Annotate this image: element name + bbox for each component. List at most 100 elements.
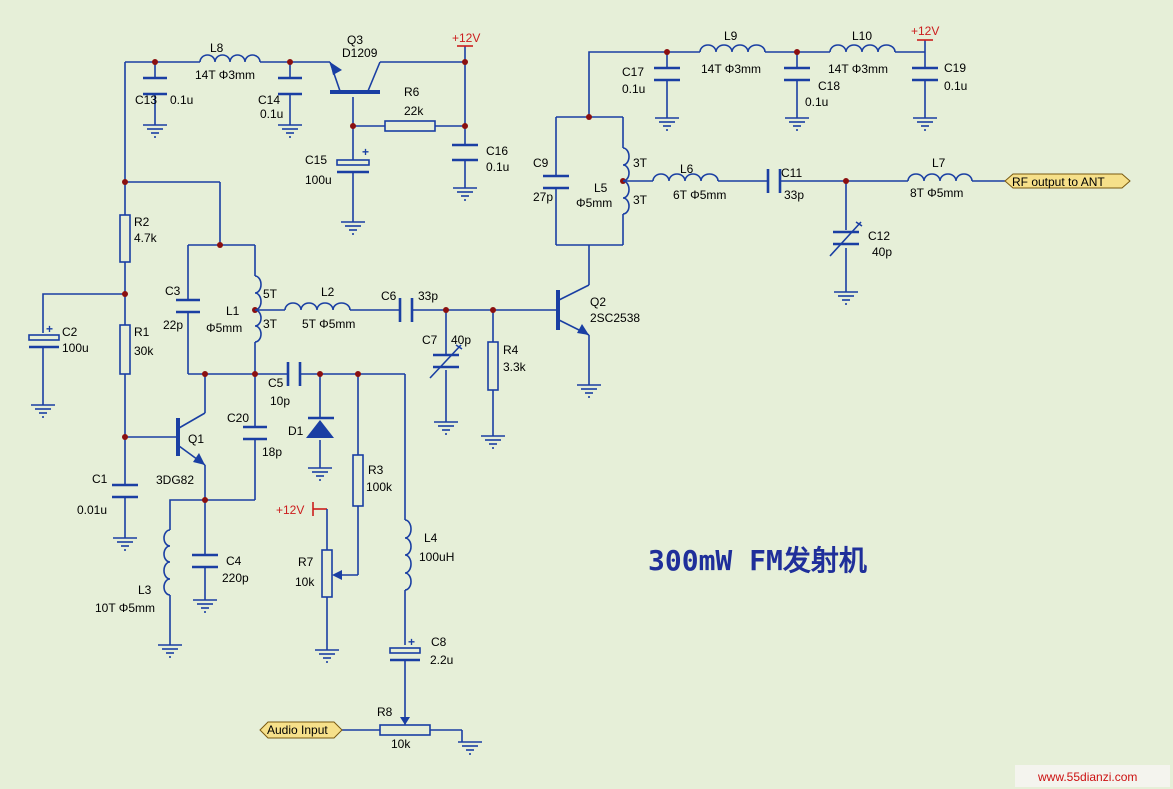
r2-value: 4.7k bbox=[134, 231, 158, 245]
c20-name: C20 bbox=[227, 411, 249, 425]
inductor-L4 bbox=[404, 519, 412, 591]
inductor-L7 bbox=[907, 173, 973, 182]
c18-name: C18 bbox=[818, 79, 840, 93]
capacitor-C18 bbox=[784, 66, 810, 82]
capacitor-C8: + bbox=[389, 635, 421, 662]
c3-name: C3 bbox=[165, 284, 181, 298]
supply-label-r7: +12V bbox=[276, 503, 304, 517]
c2-name: C2 bbox=[62, 325, 78, 339]
capacitor-C19 bbox=[912, 66, 938, 82]
capacitor-C9 bbox=[543, 174, 569, 190]
c13-name: C13 bbox=[135, 93, 157, 107]
capacitor-C16 bbox=[452, 143, 478, 162]
capacitor-C15: + bbox=[336, 145, 370, 174]
q3-name: Q3 bbox=[347, 33, 363, 47]
capacitor-C14 bbox=[278, 76, 302, 96]
capacitor-C17 bbox=[654, 66, 680, 82]
capacitor-C1 bbox=[112, 483, 138, 499]
l1-tap-bottom: 3T bbox=[263, 317, 278, 331]
capacitor-C2: + bbox=[28, 322, 60, 349]
l1-value: Φ5mm bbox=[206, 321, 242, 335]
r8-name: R8 bbox=[377, 705, 393, 719]
resistor-R4 bbox=[487, 341, 499, 391]
r3-value: 100k bbox=[366, 480, 393, 494]
q2-name: Q2 bbox=[590, 295, 606, 309]
junctions bbox=[122, 49, 849, 503]
c3-value: 22p bbox=[163, 318, 183, 332]
l10-value: 14T Φ3mm bbox=[828, 62, 888, 76]
l2-value: 5T Φ5mm bbox=[302, 317, 355, 331]
watermark-text: www.55dianzi.com bbox=[1037, 770, 1137, 784]
c1-value: 0.01u bbox=[77, 503, 107, 517]
l7-value: 8T Φ5mm bbox=[910, 186, 963, 200]
inductor-L3 bbox=[163, 529, 171, 596]
c2-value: 100u bbox=[62, 341, 89, 355]
l4-value: 100uH bbox=[419, 550, 454, 564]
l10-name: L10 bbox=[852, 29, 872, 43]
c11-value: 33p bbox=[784, 188, 804, 202]
c7-value: 40p bbox=[451, 333, 471, 347]
resistor-R3 bbox=[352, 454, 364, 507]
transistor-Q1 bbox=[176, 412, 206, 466]
wires bbox=[42, 40, 1005, 742]
c15-name: C15 bbox=[305, 153, 327, 167]
rf-output-label: RF output to ANT bbox=[1012, 175, 1105, 189]
l4-name: L4 bbox=[424, 531, 438, 545]
c15-value: 100u bbox=[305, 173, 332, 187]
c16-value: 0.1u bbox=[486, 160, 509, 174]
c17-value: 0.1u bbox=[622, 82, 645, 96]
resistor-R8 bbox=[379, 717, 431, 736]
supply-label-c19: +12V bbox=[911, 24, 939, 38]
audio-input-port bbox=[259, 721, 343, 739]
r7-value: 10k bbox=[295, 575, 315, 589]
l9-name: L9 bbox=[724, 29, 738, 43]
capacitor-C11 bbox=[766, 169, 782, 193]
inductor-L1 bbox=[254, 275, 262, 343]
c14-value: 0.1u bbox=[260, 107, 283, 121]
l5-value: Φ5mm bbox=[576, 196, 612, 210]
r6-value: 22k bbox=[404, 104, 424, 118]
c19-value: 0.1u bbox=[944, 79, 967, 93]
c5-name: C5 bbox=[268, 376, 284, 390]
q1-type: 3DG82 bbox=[156, 473, 194, 487]
l1-name: L1 bbox=[226, 304, 240, 318]
supply-label-q3: +12V bbox=[452, 31, 480, 45]
capacitor-C13 bbox=[143, 76, 167, 96]
r6-name: R6 bbox=[404, 85, 420, 99]
c16-name: C16 bbox=[486, 144, 508, 158]
capacitor-C3 bbox=[176, 298, 200, 314]
r1-name: R1 bbox=[134, 325, 150, 339]
inductor-L9 bbox=[699, 44, 766, 53]
q1-name: Q1 bbox=[188, 432, 204, 446]
c12-value: 40p bbox=[872, 245, 892, 259]
c12-name: C12 bbox=[868, 229, 890, 243]
inductor-L8 bbox=[199, 54, 261, 63]
resistor-R6 bbox=[384, 120, 436, 132]
resistor-R1 bbox=[119, 324, 131, 375]
c6-value: 33p bbox=[418, 289, 438, 303]
supply-12v-r7 bbox=[312, 502, 328, 550]
r4-value: 3.3k bbox=[503, 360, 527, 374]
c4-name: C4 bbox=[226, 554, 242, 568]
svg-text:+: + bbox=[362, 145, 369, 159]
l3-value: 10T Φ5mm bbox=[95, 601, 155, 615]
c13-value: 0.1u bbox=[170, 93, 193, 107]
c5-value: 10p bbox=[270, 394, 290, 408]
svg-text:+: + bbox=[46, 322, 53, 336]
c9-value: 27p bbox=[533, 190, 553, 204]
inductor-L6 bbox=[652, 173, 719, 182]
l1-tap-top: 5T bbox=[263, 287, 278, 301]
l2-name: L2 bbox=[321, 285, 335, 299]
q2-type: 2SC2538 bbox=[590, 311, 640, 325]
capacitor-C7 bbox=[429, 344, 463, 379]
q3-type: D1209 bbox=[342, 46, 378, 60]
c11-name: C11 bbox=[781, 166, 802, 180]
c20-value: 18p bbox=[262, 445, 282, 459]
r4-name: R4 bbox=[503, 343, 519, 357]
capacitor-C12 bbox=[829, 221, 863, 257]
c7-name: C7 bbox=[422, 333, 438, 347]
inductor-L10 bbox=[829, 44, 896, 53]
c17-name: C17 bbox=[622, 65, 644, 79]
audio-input-label: Audio Input bbox=[267, 723, 328, 737]
